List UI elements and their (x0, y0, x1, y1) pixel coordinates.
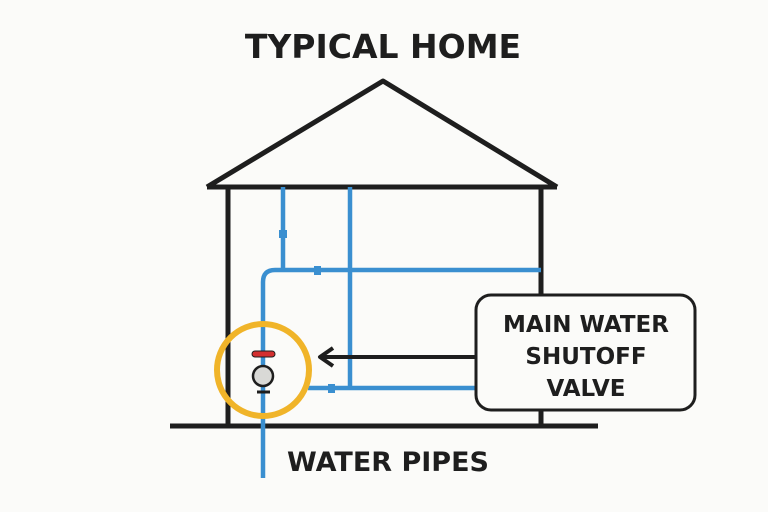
callout-line-1: MAIN WATER (503, 312, 669, 338)
water-pipes-label: WATER PIPES (287, 447, 489, 478)
roof (205, 78, 559, 190)
main-supply-pipe (260, 267, 541, 478)
arrow-head-icon (318, 346, 335, 368)
callout-line-2: SHUTOFF (525, 344, 646, 370)
water-pipes (260, 187, 541, 478)
valve-body (251, 364, 275, 388)
callout-box (474, 293, 697, 412)
diagram-title: TYPICAL HOME (245, 27, 521, 66)
callout-line-3: VALVE (546, 376, 625, 402)
pipe-fittings (279, 230, 335, 393)
valve-handle (251, 350, 276, 358)
valve-highlight-circle (214, 321, 312, 419)
